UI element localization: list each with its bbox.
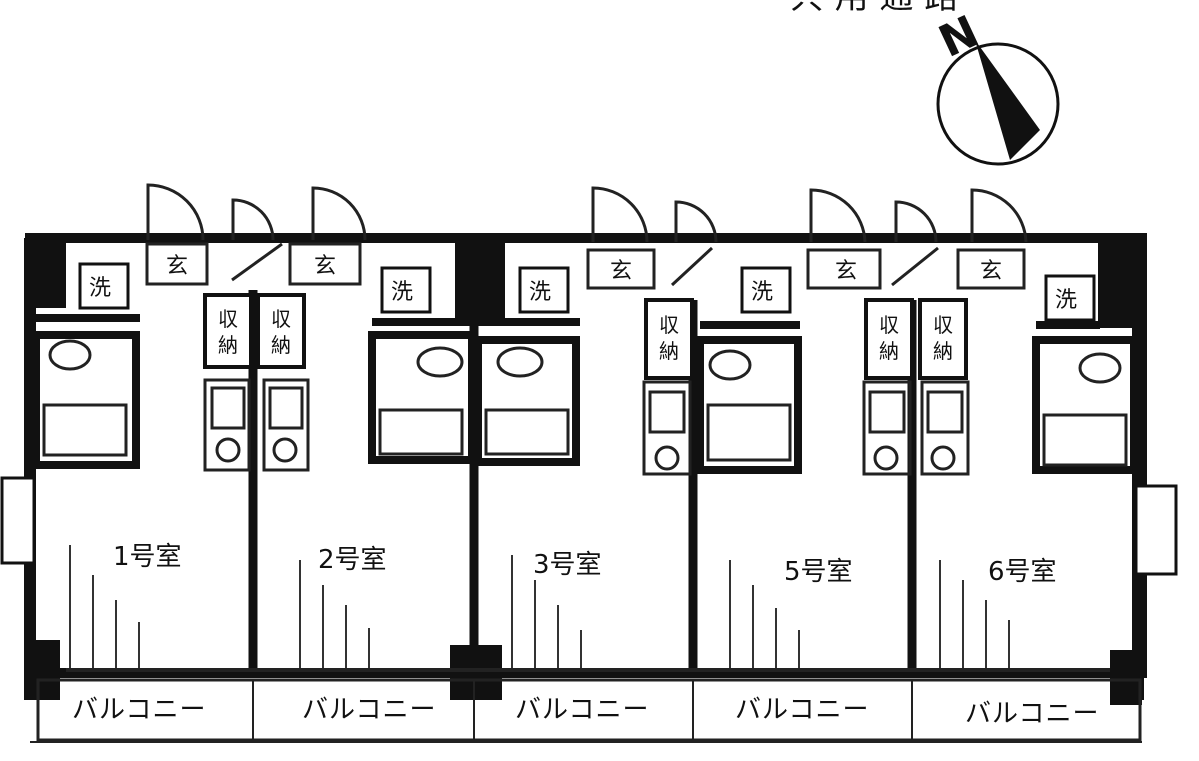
laundry-boxes	[78, 262, 1096, 322]
entry-label: 玄	[314, 254, 336, 279]
north-arrow-icon: N	[931, 6, 1060, 166]
laundry-labels: 洗 洗 洗 洗 洗	[89, 276, 1077, 313]
storage-label: 納	[218, 333, 238, 357]
entry-lines	[145, 242, 1026, 290]
unit-partitions	[248, 290, 917, 672]
kitchenettes	[203, 378, 970, 476]
entry-label: 玄	[835, 259, 857, 284]
laundry-label: 洗	[391, 280, 413, 305]
balcony-label: バルコニー	[302, 695, 436, 725]
balcony-label: バルコニー	[515, 695, 649, 725]
storage-label: 収	[933, 313, 953, 337]
room-label: 3号室	[533, 550, 602, 580]
storage-label: 収	[659, 313, 679, 337]
storage-label: 収	[879, 313, 899, 337]
side-windows	[0, 476, 1178, 576]
storage-label: 納	[879, 339, 899, 363]
room-label: 5号室	[784, 557, 853, 587]
door-swings	[146, 183, 1028, 243]
storage-boxes	[203, 293, 968, 380]
entry-label: 玄	[166, 254, 188, 279]
building-walls	[24, 233, 1147, 700]
laundry-label: 洗	[751, 280, 773, 305]
laundry-label: 洗	[529, 280, 551, 305]
storage-label: 収	[271, 307, 291, 331]
laundry-label: 洗	[1055, 288, 1077, 313]
balcony-rail	[30, 668, 1142, 743]
entry-labels: 玄 玄 玄 玄 玄	[166, 254, 1002, 284]
entry-label: 玄	[980, 259, 1002, 284]
storage-label: 納	[271, 333, 291, 357]
storage-labels: 収 納 収 納 収 納 収 納 収 納	[218, 307, 953, 363]
storage-label: 納	[659, 339, 679, 363]
storage-label: 収	[218, 307, 238, 331]
room-labels: 1号室 2号室 3号室 5号室 6号室	[113, 542, 1057, 587]
room-label: 6号室	[988, 557, 1057, 587]
window-hatching	[69, 545, 1010, 668]
balcony-label: バルコニー	[965, 699, 1099, 729]
balcony-labels: バルコニー バルコニー バルコニー バルコニー バルコニー	[72, 695, 1099, 729]
interior-walls	[32, 314, 1138, 474]
wall-pillars	[26, 238, 1144, 705]
balcony-label: バルコニー	[72, 695, 206, 725]
heading: ー 共 用 通 路	[745, 0, 958, 17]
storage-label: 納	[933, 339, 953, 363]
room-label: 2号室	[318, 545, 387, 575]
laundry-label: 洗	[89, 276, 111, 301]
room-label: 1号室	[113, 542, 182, 572]
bath-fixtures	[42, 339, 1128, 467]
balcony-label: バルコニー	[735, 695, 869, 725]
entry-label: 玄	[610, 259, 632, 284]
